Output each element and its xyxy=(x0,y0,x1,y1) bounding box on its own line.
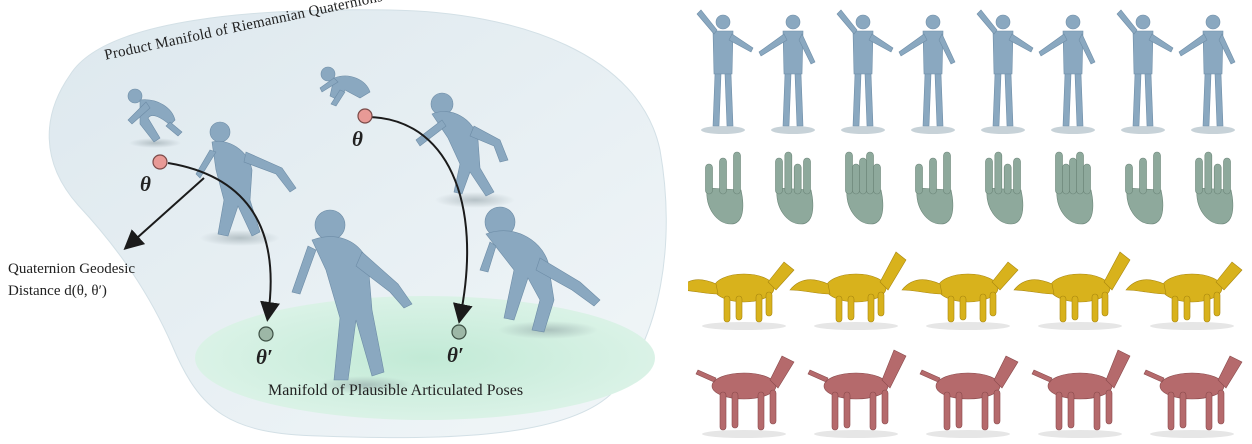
hand-mesh xyxy=(1196,152,1233,224)
human-mesh xyxy=(759,15,815,134)
hand-mesh xyxy=(776,152,813,224)
human-mesh xyxy=(1117,10,1173,134)
fox-mesh xyxy=(1014,252,1130,330)
human-mesh xyxy=(697,10,753,134)
human-mesh xyxy=(899,15,955,134)
dog-mesh xyxy=(1144,356,1242,438)
source-point-left xyxy=(153,155,167,169)
human-mesh xyxy=(837,10,893,134)
theta-label-right: θ xyxy=(352,127,363,152)
target-point-right xyxy=(452,325,466,339)
hand-mesh xyxy=(986,152,1023,224)
hand-mesh xyxy=(1056,152,1093,224)
manifold-diagram xyxy=(0,0,680,444)
geodesic-label-line2: Distance d(θ, θ′) xyxy=(8,283,107,300)
gallery-dog-row xyxy=(688,334,1248,440)
fox-mesh xyxy=(902,262,1018,330)
shadow xyxy=(435,192,515,208)
dog-mesh xyxy=(1032,350,1130,438)
theta-prime-label-right: θ′ xyxy=(447,343,464,368)
geodesic-label-line1: Quaternion Geodesic xyxy=(8,261,135,278)
gallery-human-row xyxy=(688,4,1248,136)
hand-mesh xyxy=(916,152,953,224)
dog-mesh xyxy=(920,356,1018,438)
fox-mesh xyxy=(790,252,906,330)
human-mesh xyxy=(1039,15,1095,134)
theta-prime-label-left: θ′ xyxy=(256,345,273,370)
hand-mesh xyxy=(706,152,743,224)
theta-label-left: θ xyxy=(140,172,151,197)
gallery-fox-row xyxy=(688,232,1248,332)
hand-mesh xyxy=(846,152,883,224)
shadow xyxy=(200,230,280,246)
dog-mesh xyxy=(696,356,794,438)
human-mesh xyxy=(977,10,1033,134)
fox-mesh xyxy=(1126,262,1242,330)
shadow xyxy=(498,321,598,339)
human-mesh xyxy=(1179,15,1235,134)
gallery-hand-row xyxy=(688,138,1248,230)
source-point-right xyxy=(358,109,372,123)
dog-mesh xyxy=(808,350,906,438)
hand-mesh xyxy=(1126,152,1163,224)
fox-mesh xyxy=(688,262,794,330)
inner-manifold-label: Manifold of Plausible Articulated Poses xyxy=(268,382,523,400)
target-point-left xyxy=(259,327,273,341)
